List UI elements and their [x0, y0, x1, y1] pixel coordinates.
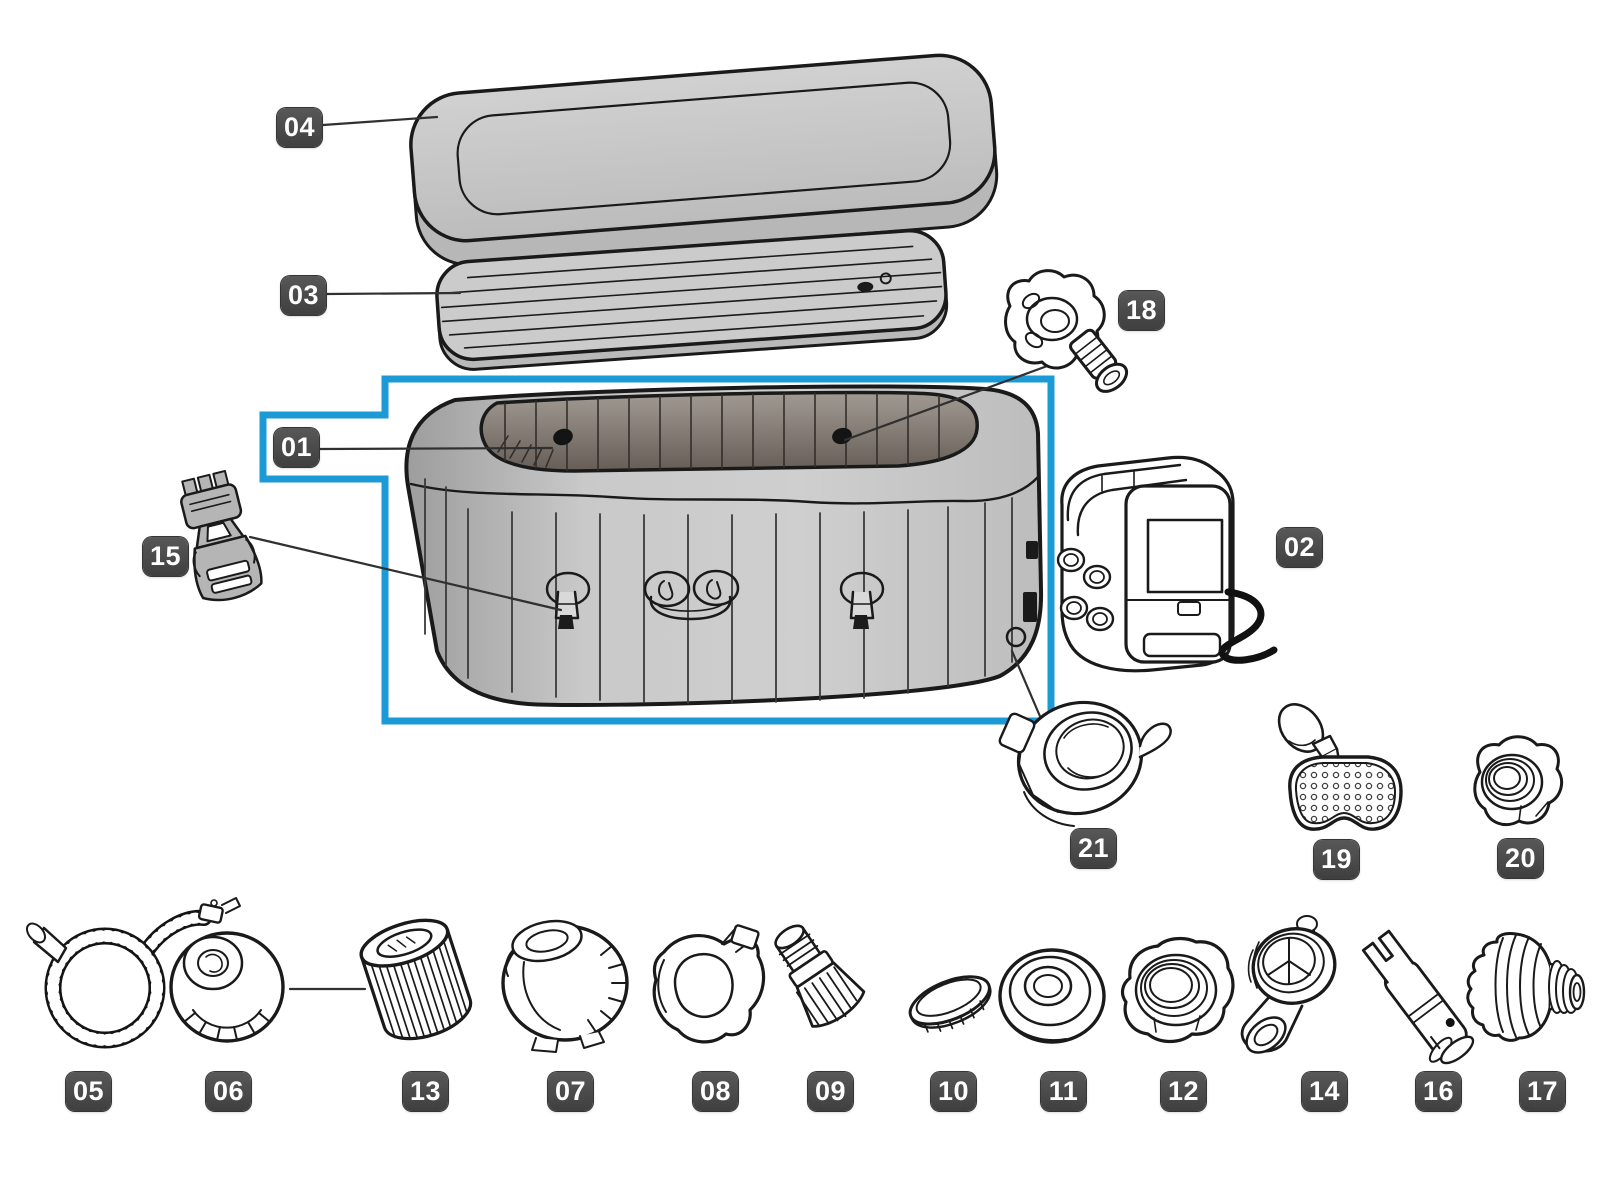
strap-loop-left — [545, 571, 591, 629]
callout-16[interactable]: 16 — [1416, 1072, 1461, 1111]
callout-03[interactable]: 03 — [281, 276, 326, 315]
part-09-hose-adapter — [774, 924, 866, 1028]
callout-06[interactable]: 06 — [206, 1072, 251, 1111]
part-04-top-cover-lid — [409, 53, 999, 267]
part-06-filter-housing-cap — [169, 931, 285, 1043]
part-19-headrest-pillow — [1277, 703, 1403, 831]
callout-11[interactable]: 11 — [1041, 1072, 1086, 1111]
highlight-box-part-01 — [259, 375, 1055, 725]
part-13-filter-cartridge — [359, 918, 473, 1041]
part-05-coiled-hose — [25, 897, 241, 1049]
callout-10[interactable]: 10 — [931, 1072, 976, 1111]
part-15-strap-buckle — [180, 469, 263, 602]
side-port-upper — [1026, 541, 1038, 559]
strap-loop-right — [839, 571, 885, 629]
callout-02[interactable]: 02 — [1277, 528, 1322, 567]
mat-valve-icon — [857, 281, 874, 292]
part-14-check-valve — [1240, 915, 1337, 1054]
callout-12[interactable]: 12 — [1161, 1072, 1206, 1111]
callout-07[interactable]: 07 — [548, 1072, 593, 1111]
part-03-inflatable-floor-mat — [435, 228, 949, 371]
callout-05[interactable]: 05 — [66, 1072, 111, 1111]
callout-04[interactable]: 04 — [277, 108, 322, 147]
leader-line-01 — [318, 446, 554, 451]
callout-08[interactable]: 08 — [693, 1072, 738, 1111]
callout-19[interactable]: 19 — [1314, 840, 1359, 879]
air-valve-dot-left — [553, 428, 573, 446]
part-20-nut — [1473, 735, 1564, 826]
carry-handle — [643, 569, 740, 621]
pump-ports — [1056, 547, 1115, 632]
callout-20[interactable]: 20 — [1498, 839, 1543, 878]
leader-line-03 — [325, 291, 462, 296]
part-16-valve-wrench-tool — [1361, 929, 1475, 1065]
part-07-strainer-housing-cap — [501, 919, 629, 1053]
part-17-threaded-connector — [1466, 932, 1586, 1042]
callout-18[interactable]: 18 — [1119, 291, 1164, 330]
pump-screen — [1146, 518, 1224, 594]
part-11-jet-grommet — [998, 948, 1106, 1044]
part-10-stop-ring — [908, 975, 992, 1033]
part-18-massage-jet — [1004, 269, 1129, 393]
part-01-spa-tub-body — [404, 384, 1044, 707]
leader-line-04 — [321, 115, 439, 127]
part-08-clamp-ring — [652, 924, 766, 1044]
callout-15[interactable]: 15 — [143, 537, 188, 576]
leader-line-18 — [843, 363, 1052, 442]
part-02-pump-control-unit — [1056, 455, 1278, 673]
callout-09[interactable]: 09 — [808, 1072, 853, 1111]
callout-21[interactable]: 21 — [1071, 829, 1116, 868]
part-12-lock-nut — [1120, 936, 1235, 1044]
callout-17[interactable]: 17 — [1520, 1072, 1565, 1111]
callout-14[interactable]: 14 — [1302, 1072, 1347, 1111]
power-cord — [1218, 588, 1278, 664]
drain-outlet — [1005, 626, 1027, 648]
callout-13[interactable]: 13 — [403, 1072, 448, 1111]
part-21-locking-collar — [998, 700, 1172, 827]
callout-01[interactable]: 01 — [274, 428, 319, 467]
side-port-lower — [1023, 592, 1037, 622]
leader-line-15 — [248, 535, 563, 612]
